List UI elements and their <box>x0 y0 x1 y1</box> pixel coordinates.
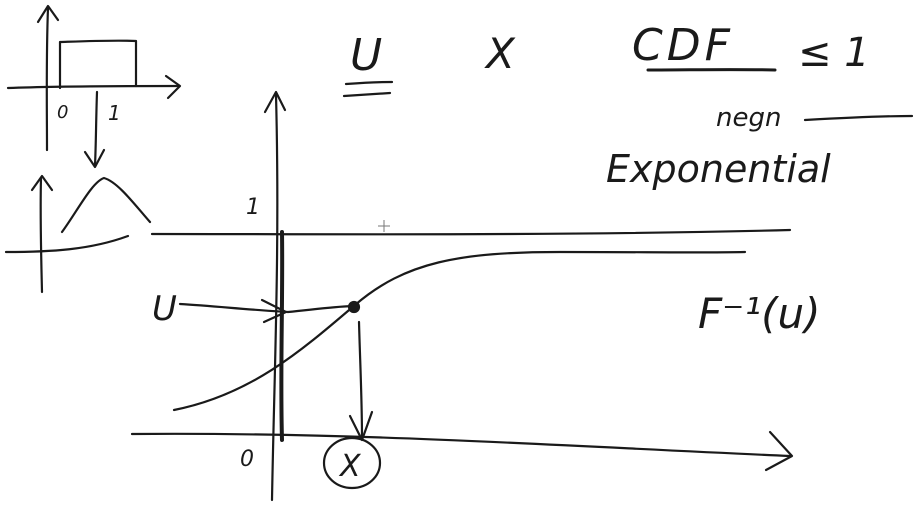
bell-density-sketch <box>4 174 152 294</box>
cdf-curve <box>172 250 747 412</box>
x-result-circle <box>322 436 382 490</box>
cdf-x-axis <box>130 432 792 458</box>
cdf-x-result-label: X <box>338 449 362 484</box>
cdf-level-one-line <box>150 228 792 236</box>
x-down-arrow <box>357 320 364 440</box>
top-cdf-label: CDF <box>632 20 734 71</box>
u-horizontal-arrow <box>178 302 354 314</box>
uniform-density-sketch <box>6 4 182 169</box>
uniform-x-arrowhead <box>164 74 182 100</box>
u-underline-2 <box>342 91 392 98</box>
bell-y-arrowhead <box>30 174 54 192</box>
top-x-label: X <box>484 29 516 78</box>
u-underline-1 <box>344 80 394 86</box>
bell-y-axis <box>39 176 44 294</box>
cdf-u-label: U <box>152 289 177 329</box>
small-word-tail <box>803 114 914 122</box>
cdf-y-axis-thick <box>279 230 285 442</box>
cdf-x-arrowhead <box>764 430 794 472</box>
cdf-origin-label: 0 <box>240 447 254 472</box>
uniform-zero-label: 0 <box>57 102 68 123</box>
cdf-y-axis <box>270 93 279 502</box>
cdf-point <box>347 300 361 314</box>
bell-curve <box>60 176 152 234</box>
small-word-note: negn <box>716 103 781 133</box>
uniform-y-axis <box>45 6 50 152</box>
uniform-box <box>58 39 138 90</box>
uniform-y-arrowhead <box>36 4 60 24</box>
exponential-note: Exponential <box>606 147 831 191</box>
u-arrowhead <box>260 298 288 324</box>
top-u-label: U <box>350 30 382 81</box>
cdf-plot <box>130 90 794 502</box>
cursor-crosshair <box>378 220 390 232</box>
uniform-x-axis <box>6 84 180 90</box>
uniform-down-arrowhead <box>83 148 106 169</box>
cdf-y-arrowhead <box>263 90 287 114</box>
bell-x-axis <box>4 234 130 254</box>
inverse-cdf-note: F⁻¹(u) <box>698 289 821 338</box>
uniform-down-arrow <box>93 90 99 167</box>
top-leq-one-label: ≤ 1 <box>798 30 870 76</box>
uniform-one-label: 1 <box>108 101 121 125</box>
cdf-level-one-label: 1 <box>246 195 260 220</box>
